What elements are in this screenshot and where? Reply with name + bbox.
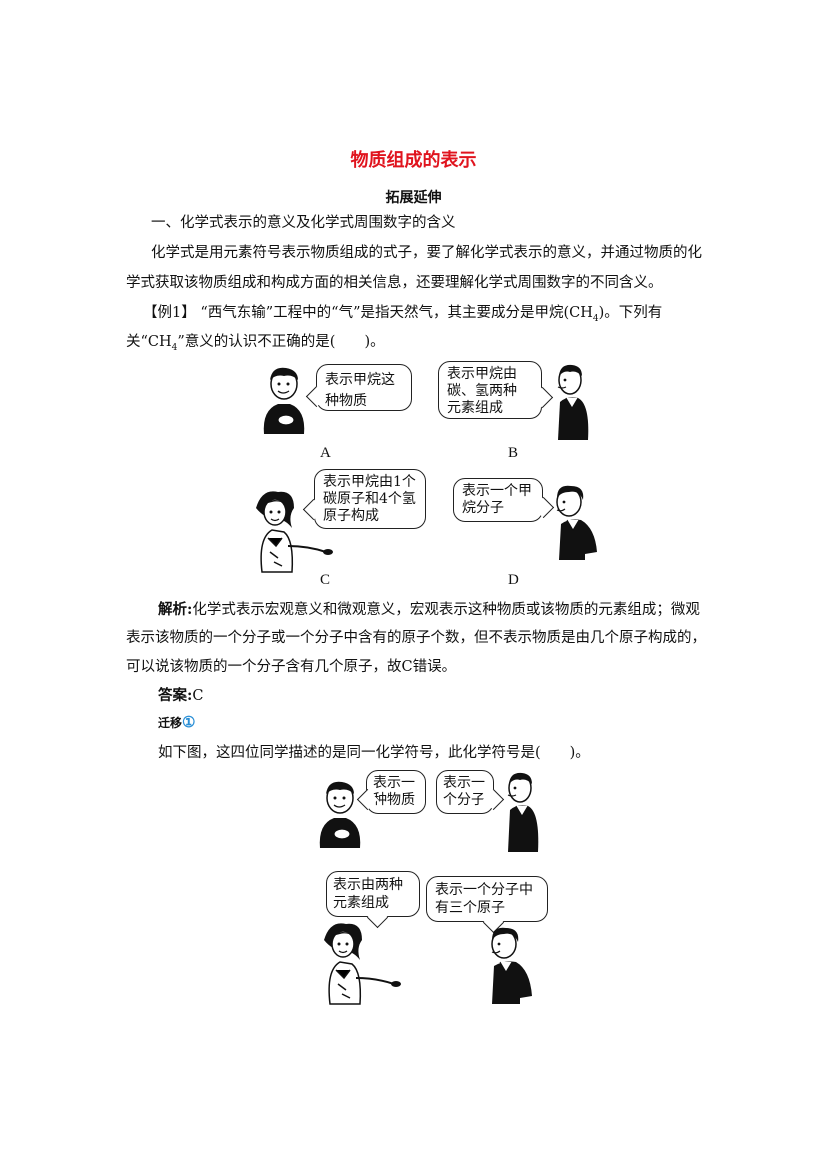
analysis-text: 化学式表示宏观意义和微观意义，宏观表示这种物质或该物质的元素组成；微观 xyxy=(192,602,700,618)
boy-clasped-hands-illustration xyxy=(319,781,361,848)
speech-bubble-b: 表示甲烷由 碳、氢两种 元素组成 xyxy=(438,361,542,419)
bubble-text: 表示甲烷由1个 xyxy=(323,474,416,490)
bubble-text: 表示一 xyxy=(443,775,485,791)
example-text: ”意义的认识不正确的是( )。 xyxy=(177,334,385,350)
example-text: )。下列有 xyxy=(598,305,663,321)
boy-clasped-hands-illustration xyxy=(263,367,305,434)
example-text: 【例1】 “西气东输”工程中的“气”是指天然气，其主要成分是甲烷(CH xyxy=(143,305,593,321)
option-label-b: B xyxy=(508,445,519,461)
transfer-heading: 迁移① xyxy=(158,713,195,731)
boy-talking-illustration xyxy=(556,485,597,560)
bubble-text: 烷分子 xyxy=(462,500,504,516)
option-label-a: A xyxy=(320,445,331,461)
bubble-text: 元素组成 xyxy=(447,400,503,416)
speech-bubble-4: 表示一个分子中 有三个原子 xyxy=(426,876,548,922)
speech-bubble-1: 表示一 种物质 xyxy=(366,770,426,814)
bubble-text: 个分子 xyxy=(443,792,485,808)
page-title: 物质组成的表示 xyxy=(350,150,477,171)
subscript: 4 xyxy=(171,342,178,353)
speech-bubble-a: 表示甲烷这 种物质 xyxy=(316,364,412,411)
analysis-line-3: 可以说该物质的一个分子含有几个原子，故C错误。 xyxy=(126,659,457,675)
boy-talking-illustration xyxy=(491,927,532,1004)
example-text: 关“CH xyxy=(126,334,172,350)
section-subtitle: 拓展延伸 xyxy=(385,190,442,206)
subscript: 4 xyxy=(592,313,599,324)
answer-label: 答案: xyxy=(158,687,193,704)
transfer-label: 迁移 xyxy=(158,716,183,730)
bubble-text: 元素组成 xyxy=(333,895,389,911)
intro-line-1: 化学式是用元素符号表示物质组成的式子，要了解化学式表示的意义，并通过物质的化 xyxy=(151,245,702,261)
question-2: 如下图，这四位同学描述的是同一化学符号，此化学符号是( )。 xyxy=(158,745,590,761)
section-heading: 一、化学式表示的意义及化学式周围数字的含义 xyxy=(151,215,456,231)
man-talking-illustration xyxy=(507,772,539,852)
analysis-line-1: 解析:化学式表示宏观意义和微观意义，宏观表示这种物质或该物质的元素组成；微观 xyxy=(158,598,700,619)
bubble-text: 有三个原子 xyxy=(435,900,505,916)
bubble-text: 碳、氢两种 xyxy=(447,383,517,399)
analysis-label: 解析: xyxy=(158,601,193,618)
option-label-d: D xyxy=(508,572,519,588)
girl-pointing-illustration xyxy=(324,923,401,1005)
man-talking-illustration xyxy=(557,364,589,440)
transfer-number: ① xyxy=(182,713,196,731)
bubble-text: 种物质 xyxy=(373,792,415,808)
bubble-text: 原子构成 xyxy=(323,508,379,524)
girl-pointing-illustration xyxy=(256,491,333,573)
speech-bubble-3: 表示由两种 元素组成 xyxy=(326,871,420,917)
analysis-line-2: 表示该物质的一个分子或一个分子中含有的原子个数，但不表示物质是由几个原子构成的， xyxy=(126,630,706,646)
bubble-text: 表示甲烷这 xyxy=(325,372,395,388)
bubble-text: 表示一 xyxy=(373,775,415,791)
intro-line-2: 学式获取该物质组成和构成方面的相关信息，还要理解化学式周围数字的不同含义。 xyxy=(126,275,663,291)
bubble-text: 表示甲烷由 xyxy=(447,366,517,382)
speech-bubble-d: 表示一个甲 烷分子 xyxy=(453,478,543,522)
speech-bubble-c: 表示甲烷由1个 碳原子和4个氢 原子构成 xyxy=(314,469,426,529)
example-line-1: 【例1】 “西气东输”工程中的“气”是指天然气，其主要成分是甲烷(CH4)。下列… xyxy=(143,301,662,324)
bubble-text: 表示一个甲 xyxy=(462,483,532,499)
speech-bubble-2: 表示一 个分子 xyxy=(436,770,494,814)
bubble-text: 表示由两种 xyxy=(333,877,403,893)
answer-value: C xyxy=(192,688,204,704)
bubble-text: 碳原子和4个氢 xyxy=(323,491,416,507)
option-label-c: C xyxy=(320,572,331,588)
bubble-text: 种物质 xyxy=(325,393,367,409)
answer-line: 答案:C xyxy=(158,684,203,705)
bubble-text: 表示一个分子中 xyxy=(435,882,533,898)
example-line-2: 关“CH4”意义的认识不正确的是( )。 xyxy=(126,330,385,353)
